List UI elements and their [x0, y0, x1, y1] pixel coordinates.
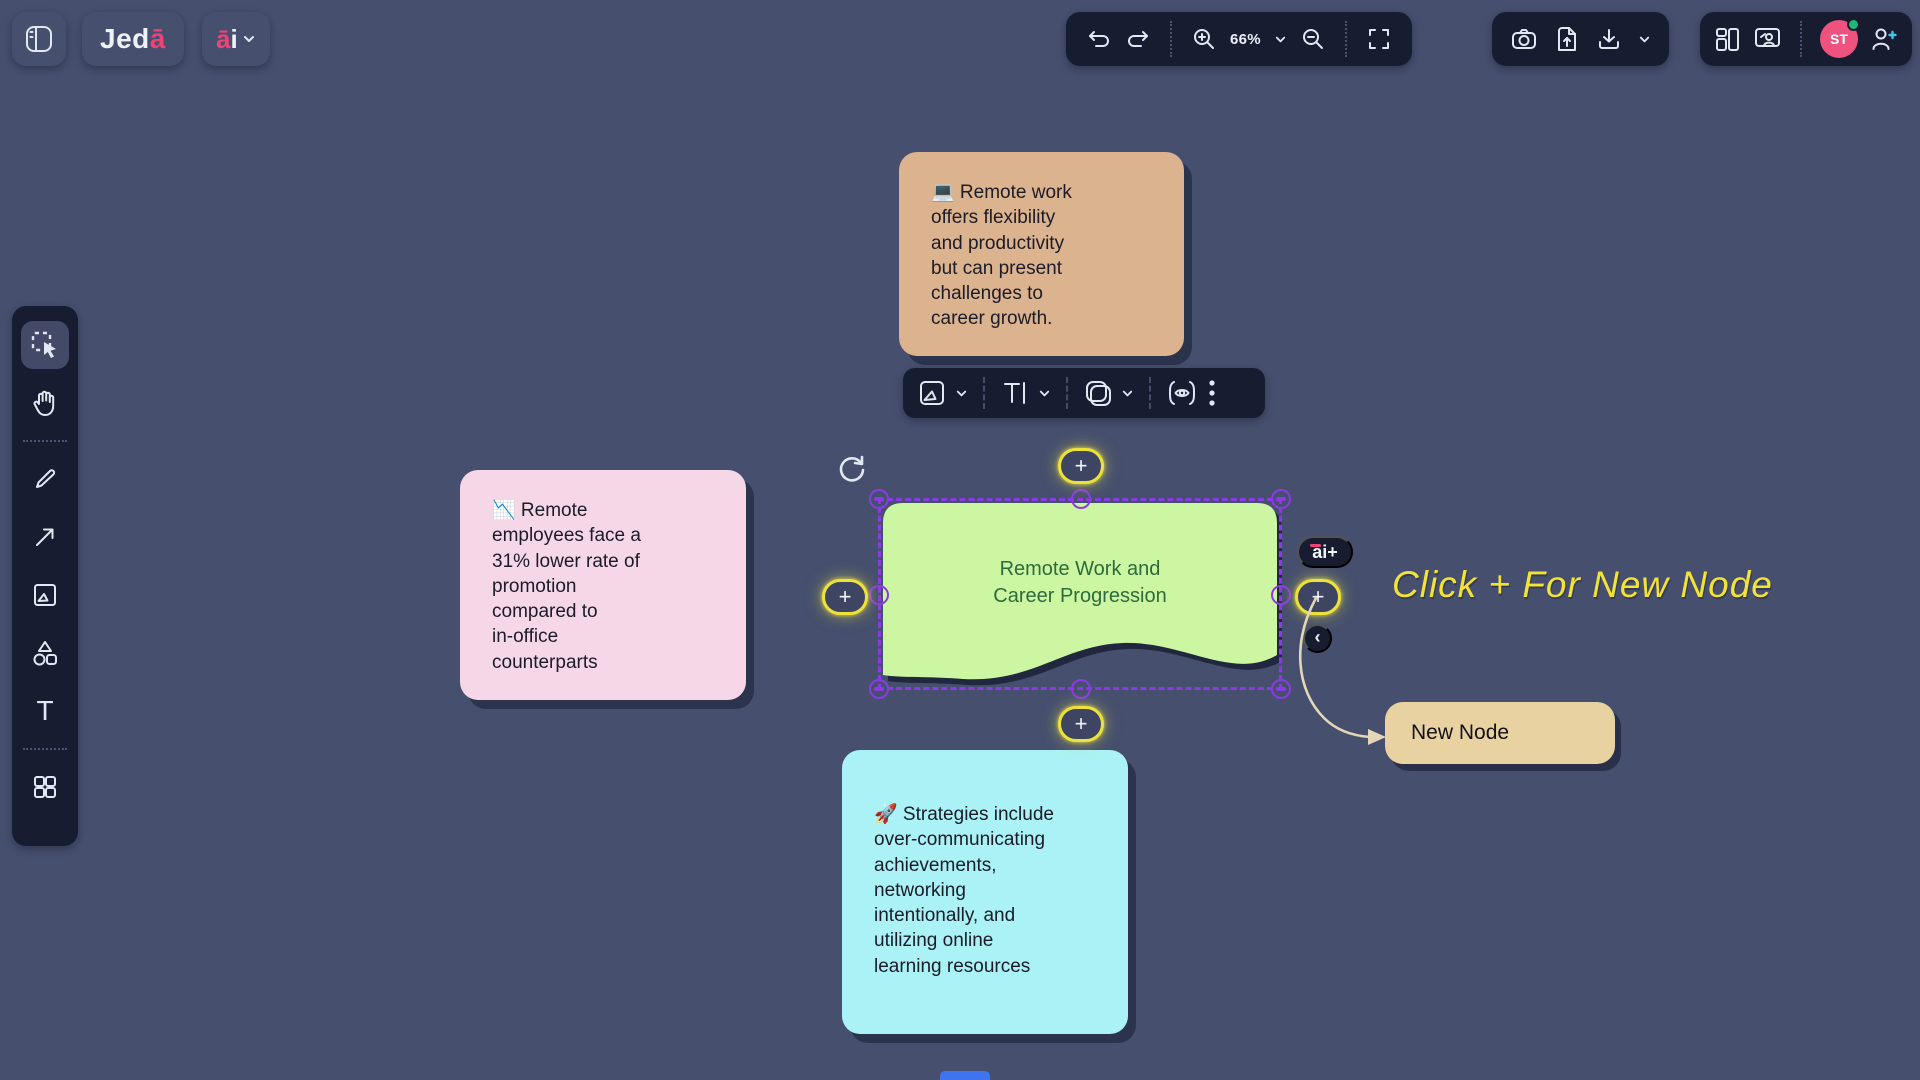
- text-tool[interactable]: T: [21, 687, 69, 735]
- pen-icon: [31, 465, 59, 493]
- resize-handle-top-right[interactable]: [1271, 489, 1291, 509]
- image-tool[interactable]: [21, 571, 69, 619]
- divider: [1066, 377, 1068, 409]
- more-options-button[interactable]: [1206, 378, 1218, 408]
- plus-icon: +: [1074, 453, 1088, 478]
- sticky-note-promotion-stat[interactable]: 📉 Remote employees face a 31% lower rate…: [460, 470, 746, 700]
- new-node[interactable]: New Node: [1385, 702, 1615, 764]
- add-node-left-button[interactable]: +: [822, 579, 868, 615]
- rotate-node-button[interactable]: [834, 452, 870, 488]
- add-node-top-button[interactable]: +: [1058, 448, 1104, 484]
- resize-handle-bottom-right[interactable]: [1271, 679, 1291, 699]
- logo-text: Jedā: [100, 23, 166, 54]
- redo-button[interactable]: [1125, 26, 1151, 52]
- invite-user-button[interactable]: [1870, 25, 1898, 53]
- hand-tool[interactable]: [21, 379, 69, 427]
- apps-grid-tool[interactable]: [21, 763, 69, 811]
- undo-button[interactable]: [1086, 26, 1112, 52]
- collaboration-toolbar: ST: [1700, 12, 1912, 66]
- upload-button[interactable]: [1554, 25, 1580, 53]
- plus-icon: +: [838, 584, 852, 609]
- chevron-down-icon: [242, 32, 256, 46]
- node-image-style-button[interactable]: [917, 378, 947, 408]
- connector-anchor-bottom[interactable]: [1071, 679, 1091, 699]
- divider: [1149, 377, 1151, 409]
- note-text: 💻 Remote work offers flexibility and pro…: [931, 182, 1072, 330]
- ai-menu-button[interactable]: āi: [202, 12, 270, 66]
- avatar[interactable]: ST: [1820, 18, 1860, 58]
- ai-menu-label: āi: [216, 23, 238, 54]
- divider: [1800, 21, 1802, 57]
- divider: [1344, 21, 1347, 57]
- jeda-logo[interactable]: Jedā: [82, 12, 184, 66]
- zoom-out-button[interactable]: [1300, 26, 1326, 52]
- grid-icon: [31, 773, 59, 801]
- resize-handle-bottom-left[interactable]: [869, 679, 889, 699]
- layout-board-button[interactable]: [1714, 26, 1741, 53]
- sidebar-toggle-button[interactable]: [12, 12, 66, 66]
- add-node-bottom-button[interactable]: +: [1058, 706, 1104, 742]
- hand-icon: [30, 388, 60, 418]
- fullscreen-button[interactable]: [1366, 26, 1392, 52]
- divider: [23, 440, 67, 442]
- connector-anchor-top[interactable]: [1071, 489, 1091, 509]
- resize-handle-top-left[interactable]: [869, 489, 889, 509]
- pen-tool[interactable]: [21, 455, 69, 503]
- select-cursor-icon: [30, 330, 60, 360]
- collapse-branch-button[interactable]: ‹: [1303, 624, 1332, 653]
- connector-arrow-tool[interactable]: [21, 513, 69, 561]
- plus-icon: +: [1074, 711, 1088, 736]
- history-zoom-toolbar: 66%: [1066, 12, 1412, 66]
- node-context-toolbar: [903, 368, 1265, 418]
- sticky-note-remote-work[interactable]: 💻 Remote work offers flexibility and pro…: [899, 152, 1184, 356]
- chevron-down-icon[interactable]: [1638, 33, 1651, 46]
- chevron-down-icon[interactable]: [955, 387, 968, 400]
- divider: [1170, 21, 1172, 57]
- ai-generate-node-button[interactable]: ai+: [1297, 536, 1353, 568]
- note-text: 📉 Remote employees face a 31% lower rate…: [492, 500, 641, 673]
- shapes-icon: [30, 638, 60, 668]
- new-node-label: New Node: [1411, 721, 1510, 744]
- download-button[interactable]: [1596, 26, 1622, 52]
- chevron-down-icon[interactable]: [1121, 387, 1134, 400]
- online-status-dot: [1847, 18, 1860, 31]
- screenshot-camera-button[interactable]: [1510, 25, 1538, 53]
- presentation-button[interactable]: [1753, 25, 1782, 53]
- selected-node-shape[interactable]: [883, 503, 1277, 685]
- zoom-level-value[interactable]: 66%: [1230, 30, 1261, 48]
- note-text: 🚀 Strategies include over-communicating …: [874, 804, 1054, 977]
- divider: [983, 377, 985, 409]
- hint-annotation: Click + For New Node: [1392, 564, 1773, 605]
- connector-anchor-right[interactable]: [1271, 585, 1291, 605]
- add-node-right-button[interactable]: +: [1295, 579, 1341, 615]
- sidebar-panel-icon: [24, 24, 54, 54]
- node-shape-style-button[interactable]: [1083, 378, 1113, 408]
- divider: [23, 748, 67, 750]
- partial-offscreen-note[interactable]: [940, 1071, 990, 1080]
- zoom-in-button[interactable]: [1191, 26, 1217, 52]
- sticky-note-strategies[interactable]: 🚀 Strategies include over-communicating …: [842, 750, 1128, 1034]
- chevron-left-icon: ‹: [1314, 626, 1321, 647]
- tool-palette: T: [12, 306, 78, 846]
- selection-bounding-box: [869, 489, 1291, 699]
- chevron-down-icon[interactable]: [1038, 387, 1051, 400]
- connector-anchor-left[interactable]: [869, 585, 889, 605]
- node-text-style-button[interactable]: [1000, 378, 1030, 408]
- shapes-tool[interactable]: [21, 629, 69, 677]
- connector-edge: [1298, 596, 1386, 745]
- arrow-icon: [31, 523, 59, 551]
- avatar-initials: ST: [1830, 31, 1848, 47]
- text-tool-label: T: [36, 695, 54, 726]
- chevron-down-icon[interactable]: [1274, 33, 1287, 46]
- image-icon: [31, 581, 59, 609]
- node-visibility-settings-button[interactable]: [1166, 379, 1198, 407]
- macron-accent: [1310, 544, 1321, 547]
- file-actions-toolbar: [1492, 12, 1669, 66]
- select-tool[interactable]: [21, 321, 69, 369]
